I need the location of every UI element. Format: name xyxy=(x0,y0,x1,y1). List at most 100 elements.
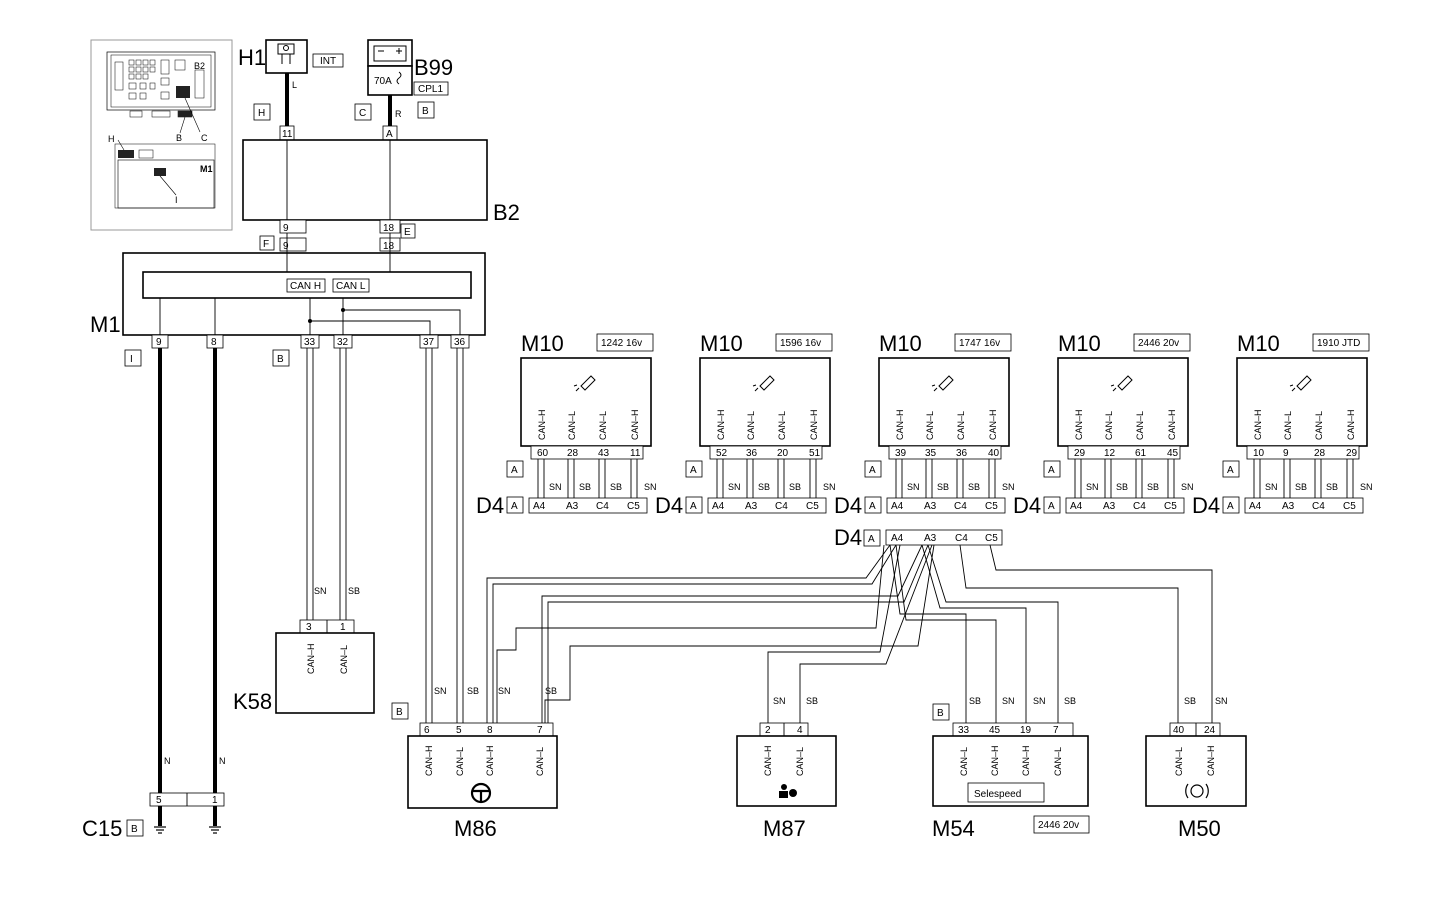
wire-color-m86-sb-2: SB xyxy=(545,686,557,696)
ground-wires: N N 5 1 C15 B xyxy=(82,348,226,841)
m10-pin: 29 xyxy=(1074,448,1086,459)
d4-label: D4 xyxy=(476,493,504,518)
locator-label-b2: B2 xyxy=(194,61,205,71)
locator-label-c: C xyxy=(201,133,208,143)
m10-tag-a: A xyxy=(869,465,876,476)
m54-pin-33: 33 xyxy=(958,725,970,736)
c15-label: C15 xyxy=(82,816,122,841)
tag-b-m1: B xyxy=(277,354,284,365)
m10-signal: CAN–L xyxy=(925,411,935,440)
locator-label-b: B xyxy=(176,133,182,143)
m10-wire-color: SN xyxy=(1360,482,1373,492)
m87-label: M87 xyxy=(763,816,806,841)
m10-wire-color: SB xyxy=(579,482,591,492)
locator-label-i: I xyxy=(175,195,178,205)
m10-wire-color: SB xyxy=(1147,482,1159,492)
m10-pin: 43 xyxy=(598,448,610,459)
b99-label: B99 xyxy=(414,55,453,80)
m10-signal: CAN–L xyxy=(1283,411,1293,440)
m10-signal: CAN–H xyxy=(630,409,640,440)
m10-pin: 12 xyxy=(1104,448,1116,459)
m1-label: M1 xyxy=(90,312,121,337)
m1-pin-9: 9 xyxy=(156,337,162,348)
m10-wire-color: SB xyxy=(968,482,980,492)
component-m1: 9 18 CAN H CAN L M1 xyxy=(90,233,486,337)
m10-wire-color: SB xyxy=(789,482,801,492)
wire-color-m54-sb-1: SB xyxy=(969,696,981,706)
m10-engine: 2446 20v xyxy=(1138,338,1179,349)
m10-wire-color: SB xyxy=(1326,482,1338,492)
tag-b-m54: B xyxy=(937,708,944,719)
d4-label: D4 xyxy=(1192,493,1220,518)
wire-color-m54-sn-2: SN xyxy=(1033,696,1046,706)
d4-common-pin-a3: A3 xyxy=(924,533,937,544)
tag-b-m86: B xyxy=(396,707,403,718)
d4-tag-a: A xyxy=(1227,501,1234,512)
m10-engine: 1910 JTD xyxy=(1317,338,1360,349)
d4-label: D4 xyxy=(1013,493,1041,518)
component-m50: 40 24 CAN–L CAN–H M50 xyxy=(1145,722,1247,841)
m10-pin: 36 xyxy=(746,448,758,459)
d4-pin: A3 xyxy=(924,501,937,512)
m10-engine: 1242 16v xyxy=(601,338,642,349)
locator-inset: B2 B C H M1 I xyxy=(90,39,233,231)
m10-signal: CAN–H xyxy=(1074,409,1084,440)
component-b99: 70A B99 CPL1 R C B xyxy=(354,39,453,126)
m1-to-m86-wires: SN SB xyxy=(425,348,479,723)
d4-label: D4 xyxy=(655,493,683,518)
common-d4-connector: D4 A A4 A3 C4 C5 xyxy=(834,525,1003,550)
m54-signal-3: CAN–H xyxy=(1021,745,1031,776)
m10-wire-color: SN xyxy=(1002,482,1015,492)
m86-pin-6: 6 xyxy=(424,725,430,736)
m10-engine: 1596 16v xyxy=(780,338,821,349)
m10-pin: 51 xyxy=(809,448,821,459)
fuse-rating: 70A xyxy=(374,76,392,87)
m1-can-l: CAN L xyxy=(336,281,366,292)
tag-c: C xyxy=(359,108,366,119)
m10-wire-color: SN xyxy=(644,482,657,492)
injector-icon xyxy=(931,375,954,392)
m10-pin: 20 xyxy=(777,448,789,459)
d4-common-pin-c5: C5 xyxy=(985,533,998,544)
abs-icon xyxy=(1185,783,1209,799)
tag-e: E xyxy=(404,227,411,238)
locator-label-m1: M1 xyxy=(200,164,213,174)
wire-color-m50-sb: SB xyxy=(1184,696,1196,706)
m1-bottom-pins: 9 8 33 32 37 36 I B xyxy=(124,334,470,367)
k58-signal-2: CAN–L xyxy=(339,645,349,674)
d4-pin: C4 xyxy=(1133,501,1146,512)
m10-signal: CAN–L xyxy=(956,411,966,440)
wire-color-m54-sb-2: SB xyxy=(1064,696,1076,706)
m10-wire-color: SB xyxy=(1116,482,1128,492)
d4-pin: C5 xyxy=(806,501,819,512)
m10-wire-color: SB xyxy=(758,482,770,492)
m86-signal-2: CAN–L xyxy=(455,747,465,776)
m10-engine: 1747 16v xyxy=(959,338,1000,349)
m10-pin: 9 xyxy=(1283,448,1289,459)
wire-color-k58-sb: SB xyxy=(348,586,360,596)
m10-signal: CAN–L xyxy=(1104,411,1114,440)
component-h1: H1 INT L H xyxy=(238,39,344,126)
component-b2: 11 A B2 9 18 E F xyxy=(242,125,520,251)
d4-pin: A3 xyxy=(1282,501,1295,512)
m10-tag-a: A xyxy=(1048,465,1055,476)
m10-label: M10 xyxy=(1058,331,1101,356)
m10-signal: CAN–L xyxy=(777,411,787,440)
m50-pin-40: 40 xyxy=(1173,725,1185,736)
m54-selespeed: Selespeed xyxy=(974,789,1021,800)
d4-pin: A4 xyxy=(891,501,904,512)
m10-pin: 11 xyxy=(630,448,641,459)
m10-signal: CAN–L xyxy=(567,411,577,440)
m10-wire-color: SB xyxy=(610,482,622,492)
tag-b-c15: B xyxy=(131,824,138,835)
wire-color-n-1: N xyxy=(164,756,171,766)
m54-pin-45: 45 xyxy=(989,725,1001,736)
m54-signal-1: CAN–L xyxy=(959,747,969,776)
m10-label: M10 xyxy=(879,331,922,356)
m10-tag-a: A xyxy=(1227,465,1234,476)
tag-b-top: B xyxy=(422,106,429,117)
d4-pin: C4 xyxy=(775,501,788,512)
